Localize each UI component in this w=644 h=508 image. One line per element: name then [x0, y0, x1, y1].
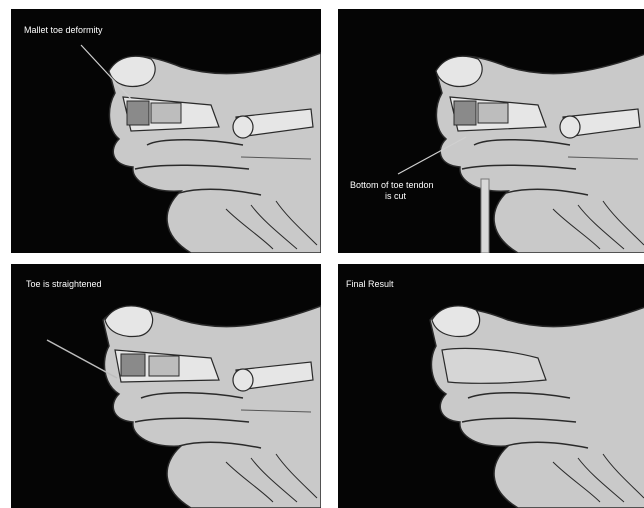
panel-label: Mallet toe deformity	[24, 25, 103, 36]
panel-label: Final Result	[346, 279, 394, 290]
final-result-illustration	[338, 264, 644, 508]
tendon-cut-illustration	[338, 9, 644, 253]
panel-toe-straightened: Toe is straightened	[11, 264, 321, 508]
scalpel-icon	[481, 179, 489, 253]
panel-tendon-cut: Bottom of toe tendon is cut	[338, 9, 644, 253]
straightened-toe-illustration	[11, 264, 321, 508]
panel-final-result: Final Result	[338, 264, 644, 508]
panel-label-line1: Bottom of toe tendon	[350, 180, 434, 191]
panel-label: Toe is straightened	[26, 279, 102, 290]
mallet-toe-illustration	[11, 9, 321, 253]
panel-mallet-toe-deformity: Mallet toe deformity	[11, 9, 321, 253]
panel-label-line2: is cut	[385, 191, 406, 202]
